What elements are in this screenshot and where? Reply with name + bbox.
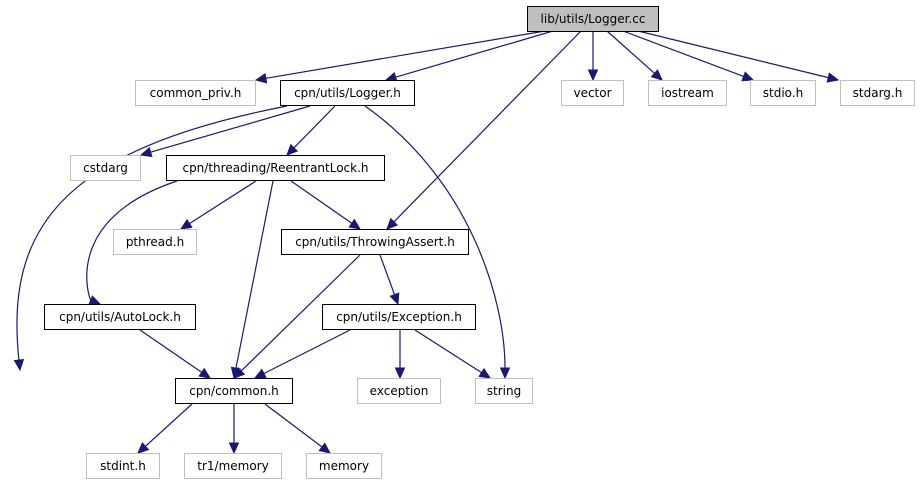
edge-logger_cc-to-logger_h <box>395 30 554 78</box>
node-common-priv: common_priv.h <box>135 80 256 106</box>
node-reentrant[interactable]: cpn/threading/ReentrantLock.h <box>166 155 385 181</box>
edge-exception_h-to-common_h <box>263 329 351 375</box>
node-exception: exception <box>357 378 441 404</box>
node-vector: vector <box>561 80 624 106</box>
arrowhead-icon <box>389 292 400 306</box>
arrowhead-icon <box>228 442 240 455</box>
arrowhead-icon <box>233 366 246 379</box>
edge-throwing-to-exception_h <box>379 254 396 295</box>
edge-logger_cc-to-common_priv <box>265 30 546 79</box>
arrowhead-icon <box>198 367 212 379</box>
edge-autolock-to-common_h <box>139 329 203 373</box>
edge-logger_h-to-cstdarg <box>150 105 311 153</box>
node-tr1memory: tr1/memory <box>184 453 282 479</box>
arrowhead-icon <box>254 73 268 84</box>
edge-reentrant-to-autolock <box>86 180 178 301</box>
edge-logger_h-to-common_h <box>16 105 288 361</box>
arrowhead-icon <box>179 218 193 230</box>
arrowhead-icon <box>286 143 299 156</box>
edge-logger_cc-to-stdarg <box>637 30 829 79</box>
edge-common_h-to-memory <box>264 403 323 448</box>
arrowhead-icon <box>394 367 406 380</box>
edge-throwing-to-common_h <box>240 254 361 372</box>
node-throwing[interactable]: cpn/utils/ThrowingAssert.h <box>281 229 469 255</box>
node-iostream: iostream <box>648 80 727 106</box>
node-cstdarg: cstdarg <box>70 155 141 181</box>
node-logger-cc: lib/utils/Logger.cc <box>527 6 659 32</box>
edge-reentrant-to-throwing <box>290 180 353 224</box>
node-exception-h[interactable]: cpn/utils/Exception.h <box>322 304 476 330</box>
arrowhead-icon <box>741 71 755 82</box>
node-stdarg: stdarg.h <box>840 80 915 106</box>
node-pthread: pthread.h <box>113 229 197 255</box>
arrowhead-icon <box>348 218 362 230</box>
arrowhead-icon <box>650 69 663 81</box>
edge-reentrant-to-common_h <box>235 180 274 369</box>
node-stdio: stdio.h <box>750 80 816 106</box>
node-stdint: stdint.h <box>86 453 160 479</box>
arrowhead-icon <box>13 358 25 372</box>
node-autolock[interactable]: cpn/utils/AutoLock.h <box>44 304 196 330</box>
arrowhead-icon <box>253 368 267 379</box>
arrowhead-icon <box>386 217 399 230</box>
arrowhead-icon <box>318 442 331 454</box>
node-memory: memory <box>306 453 382 479</box>
node-string: string <box>475 378 533 404</box>
arrowhead-icon <box>137 442 150 454</box>
edge-common_h-to-stdint <box>145 403 193 447</box>
arrowhead-icon <box>478 367 492 379</box>
arrowhead-icon <box>139 147 153 158</box>
arrowhead-icon <box>587 69 599 82</box>
arrowhead-icon <box>826 72 840 83</box>
edge-logger_cc-to-stdio <box>622 30 744 78</box>
edge-exception_h-to-string <box>414 329 482 374</box>
node-logger-h[interactable]: cpn/utils/Logger.h <box>280 80 415 106</box>
edge-logger_h-to-string <box>364 105 506 369</box>
edge-logger_cc-to-throwing <box>393 30 582 223</box>
node-common-h[interactable]: cpn/common.h <box>175 378 293 404</box>
arrowhead-icon <box>499 367 511 380</box>
edge-reentrant-to-pthread <box>189 180 257 225</box>
edge-logger_cc-to-iostream <box>606 30 655 74</box>
edge-logger_h-to-reentrant <box>293 105 336 149</box>
